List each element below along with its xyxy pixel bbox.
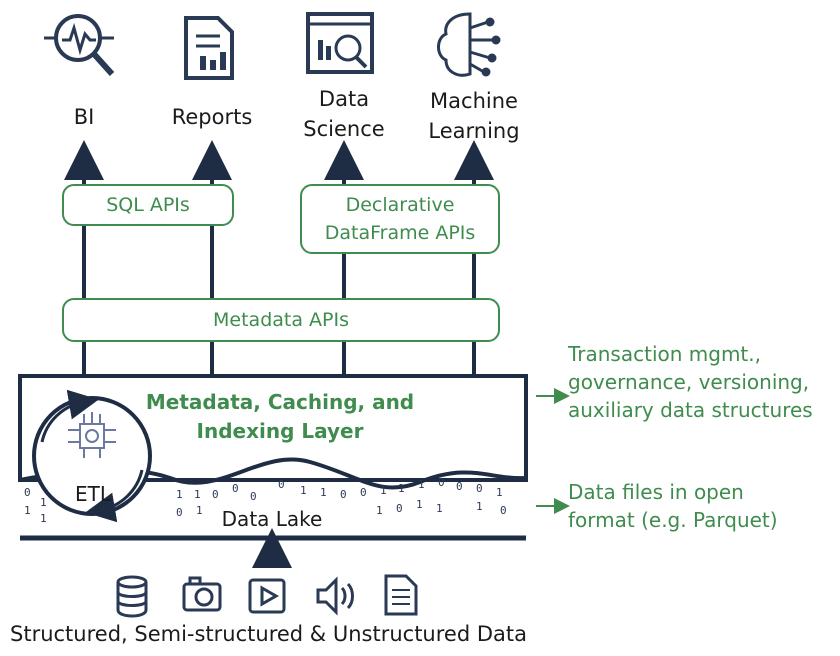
svg-text:1: 1 [416,498,423,511]
layer-note: Transaction mgmt., governance, versionin… [568,342,813,422]
sql-apis-box: SQL APIs [62,184,234,226]
svg-text:0: 0 [212,488,219,501]
lake-note: Data files in open format (e.g. Parquet) [568,480,778,532]
svg-text:0: 0 [438,476,445,489]
svg-text:0: 0 [396,502,403,515]
text-file-icon [384,574,418,616]
etl-cycle [32,389,152,523]
svg-text:0: 0 [456,480,463,493]
consumer-label-bi: BI [73,105,95,129]
bi-magnifier-icon [44,14,115,77]
camera-icon [182,576,222,612]
svg-text:1: 1 [176,488,183,501]
svg-text:0: 0 [278,478,285,491]
brain-circuit-icon [437,12,501,77]
etl-label: ETL [75,482,111,506]
svg-text:1: 1 [418,478,425,491]
video-play-icon [248,578,286,614]
svg-text:1: 1 [376,504,383,517]
svg-text:1: 1 [196,504,203,517]
svg-text:1: 1 [320,486,327,499]
svg-text:1: 1 [476,500,483,513]
dataframe-apis-box: Declarative DataFrame APIs [300,184,500,254]
svg-text:0: 0 [24,486,31,499]
layer-title: Metadata, Caching, and Indexing Layer [145,390,415,443]
database-icon [116,575,148,618]
svg-text:0: 0 [500,504,507,517]
svg-text:1: 1 [380,484,387,497]
data-lake-label: Data Lake [221,507,323,531]
svg-text:0: 0 [476,482,483,495]
svg-text:0: 0 [340,488,347,501]
report-document-icon [184,16,234,80]
svg-text:1: 1 [40,512,47,525]
svg-text:1: 1 [194,488,201,501]
svg-text:0: 0 [360,486,367,499]
svg-text:1: 1 [496,486,503,499]
svg-text:0: 0 [250,490,257,503]
consumer-label-machine-learning: Machine Learning [428,89,520,143]
svg-text:1: 1 [24,504,31,517]
svg-text:0: 0 [232,482,239,495]
consumer-label-data-science: Data Science [303,87,385,141]
sources-caption: Structured, Semi-structured & Unstructur… [10,622,527,646]
svg-text:1: 1 [300,484,307,497]
audio-speaker-icon [316,576,354,616]
chip-icon [68,412,116,458]
data-science-icon [306,12,374,74]
svg-text:1: 1 [40,496,47,509]
consumer-label-reports: Reports [171,105,253,129]
svg-text:0: 0 [176,506,183,519]
svg-text:1: 1 [436,502,443,515]
svg-text:1: 1 [398,482,405,495]
metadata-apis-box: Metadata APIs [62,298,500,342]
